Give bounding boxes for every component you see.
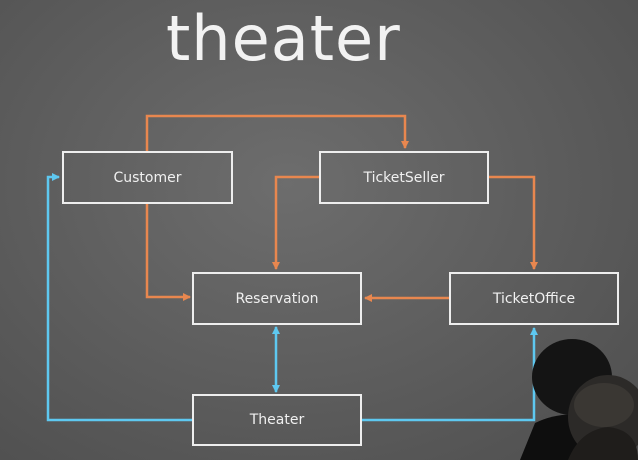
edge-theater-to-ticketoffice [362,327,538,422]
customer-node: Customer [62,151,233,204]
ticketseller-node: TicketSeller [319,151,489,204]
audience-heads [520,339,638,460]
theater-node: Theater [192,394,362,446]
edge-customer-to-reservation [145,204,191,301]
slide-title: theater [166,2,401,75]
edge-ticketseller-to-reservation [272,175,319,270]
reservation-node: Reservation [192,272,362,325]
edge-customer-to-ticketseller [145,114,409,151]
edge-ticketseller-to-ticketoffice [489,175,538,270]
edge-theater-to-customer [46,173,192,422]
ticketoffice-node: TicketOffice [449,272,619,325]
